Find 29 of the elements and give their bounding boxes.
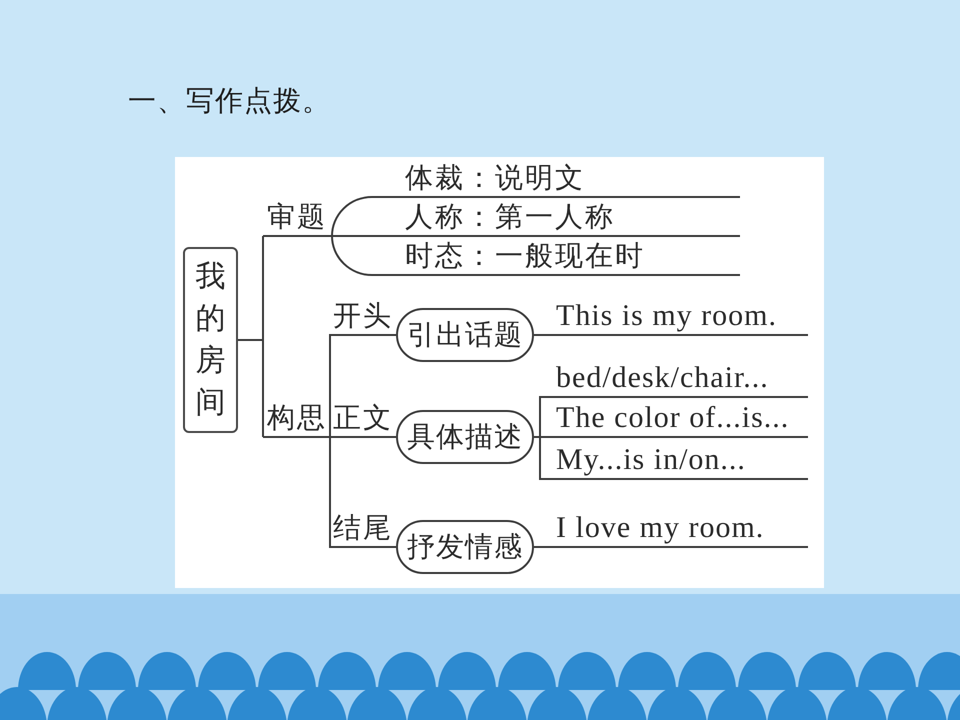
- branch-text: My...is in/on...: [556, 443, 746, 477]
- branch-text: The color of...is...: [556, 401, 790, 435]
- branch-text: 人称：第一人称: [405, 200, 615, 234]
- connector-line: [332, 235, 372, 237]
- category-text: 审题: [267, 200, 327, 234]
- branch-text: bed/desk/chair...: [556, 361, 769, 395]
- topic-pill: [396, 308, 534, 362]
- connector-line: [329, 334, 396, 438]
- connector-line: [331, 236, 372, 276]
- root-text: 我的房间: [196, 259, 226, 421]
- pill-text: 抒发情感: [407, 530, 523, 564]
- connector-line: [331, 196, 372, 236]
- connector-line: [534, 546, 552, 548]
- topic-pill: [396, 520, 534, 574]
- branch-underline: [263, 200, 332, 237]
- topic-pill: [396, 410, 534, 464]
- branch-text: This is my room.: [556, 299, 778, 333]
- pill-text: 引出话题: [407, 318, 523, 352]
- branch-text: 时态：一般现在时: [405, 239, 645, 273]
- branch-text: 体裁：说明文: [405, 161, 585, 195]
- connector-line: [329, 436, 396, 548]
- root-box: [183, 247, 238, 433]
- branch-text: I love my room.: [556, 511, 764, 545]
- slide-heading: 一、写作点拨。: [128, 84, 331, 118]
- connector-line: [534, 334, 552, 336]
- connector-line: [329, 436, 396, 438]
- category-text: 构思: [267, 401, 327, 435]
- connector-line: [534, 436, 552, 480]
- pill-text: 具体描述: [407, 420, 523, 454]
